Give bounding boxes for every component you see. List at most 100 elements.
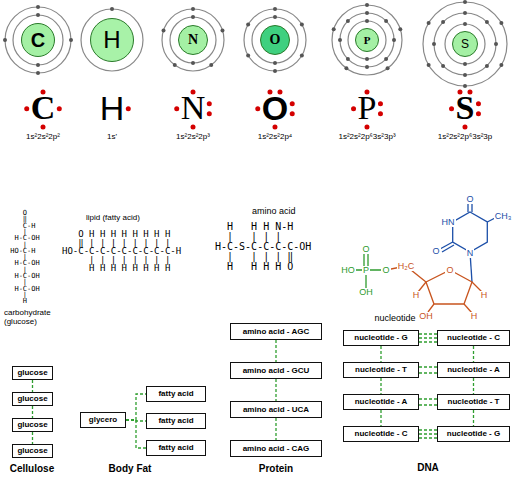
electron — [427, 21, 431, 25]
structure-label: O — [381, 266, 390, 275]
molecule-box: nucleotide - T — [343, 362, 419, 378]
electron — [300, 23, 304, 27]
electron — [494, 42, 498, 46]
electron — [392, 38, 396, 42]
structure-label: O — [445, 266, 454, 275]
backbone-link — [275, 379, 276, 401]
molecule-box: fatty acid — [146, 440, 206, 456]
structure-label: H — [480, 291, 489, 300]
hydrogen-bond — [419, 367, 437, 373]
box-label: nucleotide - T — [355, 366, 407, 374]
valence-dot — [174, 106, 179, 111]
electron — [365, 11, 369, 15]
electron — [338, 38, 342, 42]
lewis-symbol: S — [456, 91, 475, 125]
electron — [365, 3, 369, 7]
electron-shells — [5, 2, 507, 86]
electron — [499, 63, 503, 67]
electron — [386, 66, 390, 70]
structure-label: H — [470, 312, 479, 321]
electron — [191, 61, 195, 65]
electron — [398, 27, 402, 31]
structure-label: OH — [418, 312, 434, 321]
box-label: amino acid - AGC — [243, 328, 309, 336]
ester-bond — [126, 394, 146, 420]
box-label: fatty acid — [158, 417, 193, 425]
structure-label: DNA — [417, 463, 439, 473]
box-label: glycero — [89, 416, 117, 424]
molecule-box: fatty acid — [146, 386, 206, 402]
molecule-box: nucleotide - C — [343, 426, 419, 442]
backbone-link — [380, 410, 381, 426]
structure-label: H — [6, 298, 27, 305]
valence-dot — [378, 101, 383, 106]
electron — [441, 64, 445, 68]
base-ring — [440, 203, 495, 282]
structure-label: carbohydrate (glucose) — [4, 308, 62, 326]
electron — [110, 7, 114, 11]
backbone-link — [275, 340, 276, 362]
electron — [463, 62, 467, 66]
structure-label: HN — [441, 218, 456, 227]
valence-dot — [290, 111, 295, 116]
molecule-box: glucose — [12, 444, 53, 458]
atom-nucleus: N — [178, 25, 208, 55]
backbone-link — [473, 378, 474, 394]
lewis-symbol: P — [358, 91, 377, 125]
lewis-symbol: C — [31, 91, 56, 125]
molecule-box: nucleotide - A — [343, 394, 419, 410]
molecule-box: amino acid - AGC — [230, 323, 322, 340]
molecule-box: amino acid - GCU — [230, 362, 322, 379]
box-label: nucleotide - C — [447, 334, 500, 342]
hydrogen-bond — [419, 399, 437, 405]
valence-dot — [207, 111, 212, 116]
structure-label: H₂C — [397, 262, 416, 271]
structure-label: O — [431, 247, 440, 256]
box-label: amino acid - UCA — [243, 406, 309, 414]
molecule-box: fatty acid — [146, 413, 206, 429]
box-label: nucleotide - G — [447, 430, 500, 438]
electron — [384, 57, 388, 61]
electron-configuration: 1s²2s²2p⁴ — [258, 133, 293, 141]
electron — [344, 66, 348, 70]
electron — [36, 71, 40, 75]
structure-label: O — [465, 195, 474, 204]
valence-dot — [476, 101, 481, 106]
valence-dot — [378, 111, 383, 116]
electron — [463, 73, 467, 77]
element-symbol: N — [188, 33, 198, 47]
electron — [273, 15, 277, 19]
hydrogen-bond — [419, 430, 437, 438]
box-label: amino acid - GCU — [243, 367, 310, 375]
element-symbol: S — [461, 38, 469, 50]
structure-label: N — [466, 249, 475, 258]
structure-label: HO — [340, 266, 356, 275]
sugar-ring — [386, 266, 482, 313]
box-label: nucleotide - T — [448, 398, 500, 406]
valence-dot — [24, 106, 29, 111]
electron — [365, 57, 369, 61]
electron — [463, 0, 467, 4]
molecule-box: nucleotide - T — [437, 394, 510, 410]
structure-label: | | | | ‖ — [215, 252, 293, 262]
box-label: glucose — [17, 421, 47, 429]
molecule-box: nucleotide - G — [343, 330, 419, 346]
valence-dot — [462, 125, 467, 130]
electron — [346, 19, 350, 23]
electron — [485, 64, 489, 68]
lewis-symbol: O — [262, 91, 288, 125]
box-label: glucose — [17, 395, 47, 403]
structure-label: nucleotide — [374, 314, 415, 323]
electron — [365, 65, 369, 69]
electron — [173, 63, 177, 67]
structure-label: Protein — [259, 464, 293, 474]
element-symbol: C — [31, 30, 45, 50]
electron — [463, 84, 467, 88]
electron — [273, 61, 277, 65]
electron — [485, 20, 489, 24]
valence-dot — [41, 125, 46, 130]
structure-label: | | | | — [215, 232, 281, 242]
electron — [432, 42, 436, 46]
electron — [191, 15, 195, 19]
structure-label: H-C-S-C-C-C-C-OH — [215, 242, 311, 252]
